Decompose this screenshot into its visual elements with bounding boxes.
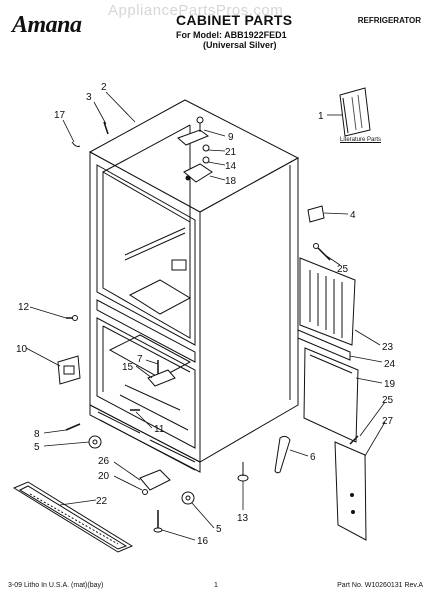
- model-line: For Model: ABB1922FED1: [176, 30, 287, 40]
- literature-booklet: [339, 87, 371, 137]
- callout-9: 9: [228, 132, 234, 143]
- callout-5-lower: 5: [216, 524, 222, 535]
- callout-numbers: 2 3 17 9 21 14 18 1 4 25 12 23 24 10 7 1…: [16, 82, 396, 547]
- callout-18: 18: [225, 176, 237, 187]
- callout-15: 15: [122, 362, 134, 373]
- callout-19: 19: [384, 379, 396, 390]
- callout-3: 3: [86, 92, 92, 103]
- callout-12: 12: [18, 302, 30, 313]
- callout-25-lower: 25: [382, 395, 394, 406]
- callout-20: 20: [98, 471, 110, 482]
- callout-5: 5: [34, 442, 40, 453]
- leader-lines: [25, 91, 386, 541]
- footer-part-number: Part No. W10260131 Rev.A: [337, 582, 423, 589]
- callout-26: 26: [98, 456, 110, 467]
- callout-11: 11: [154, 424, 165, 435]
- callout-16: 16: [197, 536, 209, 547]
- callout-24: 24: [384, 359, 396, 370]
- watermark: AppliancePartsPros.com: [108, 2, 284, 19]
- callout-4: 4: [350, 210, 356, 221]
- product-type: REFRIGERATOR: [357, 16, 421, 25]
- callout-1: 1: [318, 111, 324, 122]
- callout-8: 8: [34, 429, 40, 440]
- callout-2: 2: [101, 82, 107, 93]
- variant-line: (Universal Silver): [203, 40, 277, 50]
- callout-13: 13: [237, 513, 249, 524]
- callout-14: 14: [225, 161, 237, 172]
- callout-22: 22: [96, 496, 108, 507]
- brand-logo: Amana: [12, 12, 82, 38]
- callout-7: 7: [137, 354, 143, 365]
- callout-10: 10: [16, 344, 28, 355]
- cabinet-body: [88, 99, 300, 473]
- callout-21: 21: [225, 147, 237, 158]
- literature-parts-label: Literature Parts: [340, 137, 382, 143]
- callout-23: 23: [382, 342, 394, 353]
- callout-25: 25: [337, 264, 349, 275]
- callout-27: 27: [382, 416, 394, 427]
- callout-17: 17: [54, 110, 66, 121]
- callout-6: 6: [310, 452, 316, 463]
- page-title: CABINET PARTS: [176, 12, 293, 28]
- footer-litho: 3-09 Litho In U.S.A. (mat)(bay): [8, 582, 104, 589]
- footer-page-number: 1: [214, 582, 218, 589]
